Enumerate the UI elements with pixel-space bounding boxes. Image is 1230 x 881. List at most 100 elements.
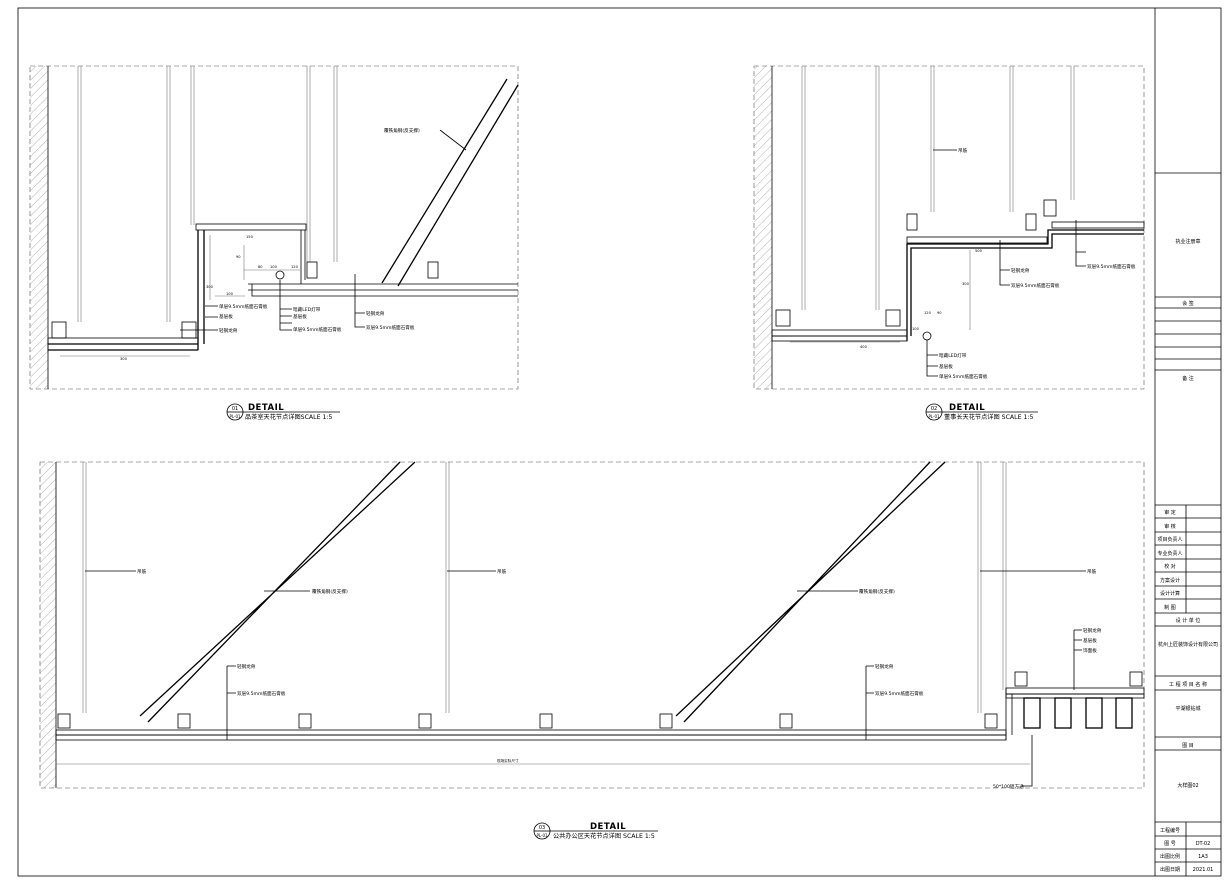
detail-01-label: 暗藏LED灯带 (293, 306, 321, 313)
detail-01-drawing (29, 65, 519, 390)
title-block-role: 设计计算 (1160, 590, 1180, 597)
detail-01-dimension: 100 (270, 265, 278, 269)
detail-01-label: 双层9.5mm纸面石膏板 (366, 324, 415, 331)
detail-01-dimension: 120 (291, 265, 299, 269)
detail-02-subtitle: 董事长天花节点详图 SCALE 1:5 (944, 413, 1033, 421)
detail-01-wall-hatch (30, 66, 48, 389)
detail-02-label: 暗藏LED灯带 (939, 352, 967, 359)
detail-03-sheet-ref: PL-01 (536, 833, 548, 838)
detail-01-label: 基层板 (293, 313, 307, 320)
detail-03-tube (1023, 697, 1041, 729)
detail-02-dimension: 120 (924, 311, 932, 315)
title-block-sheet-no-label: 图 号 (1164, 841, 1176, 847)
detail-01-dimension: 100 (226, 292, 234, 296)
title-block-stamp: 执业注册章 (1175, 238, 1200, 245)
detail-03-label: 饰面板 (1083, 647, 1097, 654)
title-block-countersign: 会 签 (1182, 300, 1194, 307)
detail-01-brace (381, 78, 519, 287)
detail-03-label: 轻钢龙骨 (237, 663, 256, 670)
detail-03-number: 03 (539, 825, 545, 831)
detail-01-label: 基层板 (219, 313, 233, 320)
detail-02-dimension: 400 (860, 345, 868, 349)
detail-02-dimension: 90 (937, 311, 942, 315)
detail-01-dimension: 90 (236, 255, 241, 259)
title-block-role: 审 定 (1164, 509, 1176, 516)
detail-01-dimension: 300 (206, 285, 214, 289)
title-block-role: 方案设计 (1160, 577, 1180, 584)
detail-02-caption (925, 403, 1038, 421)
title-block-sheet-no: DT-02 (1196, 841, 1211, 847)
detail-01-sheet-ref: PL-01 (229, 414, 241, 419)
detail-01-label: 单层9.5mm纸面石膏板 (293, 326, 342, 333)
title-block-project-header: 工 程 项 目 名 称 (1169, 681, 1207, 688)
detail-02-drawing (753, 65, 1145, 390)
detail-02-dimension: 300 (962, 282, 970, 286)
detail-01-label: 轻钢龙骨 (219, 327, 238, 334)
detail-01-dimension: 300 (120, 357, 128, 361)
detail-03-drawing (39, 461, 1145, 789)
detail-01-label: 覆铁角钢(反支撑) (384, 127, 420, 134)
title-block-role: 项目负责人 (1157, 536, 1182, 543)
detail-01-subtitle: 品茶室天花节点详图SCALE 1:5 (245, 413, 333, 421)
detail-01-number: 01 (232, 406, 238, 412)
detail-03-dimension: 现场实际尺寸 (497, 758, 519, 763)
detail-02-label: 基层板 (939, 363, 953, 370)
title-block-role: 制 图 (1164, 604, 1176, 611)
detail-02-label: 轻钢龙骨 (1011, 267, 1030, 274)
detail-01-label: 轻钢龙骨 (366, 310, 385, 317)
title-block-date: 2021.01 (1193, 867, 1214, 873)
detail-03-tube (1085, 697, 1103, 729)
detail-03-caption (533, 822, 658, 840)
detail-01-dimension: 150 (246, 235, 254, 239)
detail-03-label: 吊筋 (1087, 568, 1097, 575)
title-block-design-unit: 杭州上匠装饰设计有限公司 (1158, 641, 1218, 648)
detail-01-label: 单层9.5mm纸面石膏板 (219, 303, 268, 310)
title-block (1155, 172, 1221, 876)
detail-02-sheet-ref: PL-01 (928, 414, 940, 419)
detail-01-title: DETAIL (248, 403, 284, 413)
title-block-drawing-no-label: 工程编号 (1160, 827, 1180, 834)
detail-03-frame (39, 461, 1145, 789)
title-block-role: 校 对 (1164, 563, 1176, 570)
detail-02-label: 双层9.5mm纸面石膏板 (1087, 263, 1136, 270)
detail-02-label: 吊筋 (958, 147, 968, 154)
detail-03-label: 覆铁角钢(反支撑) (859, 588, 895, 595)
detail-03-title: DETAIL (590, 822, 626, 832)
detail-01-dimension: 80 (258, 265, 263, 269)
detail-03-label: 轻钢龙骨 (1083, 627, 1102, 634)
detail-03-label: 吊筋 (497, 568, 507, 575)
title-block-scale-label: 出图比例 (1160, 853, 1180, 860)
detail-02-label: 双层9.5mm纸面石膏板 (1011, 282, 1060, 289)
detail-02-frame (753, 65, 1145, 390)
detail-02-wall-hatch (754, 66, 772, 389)
title-block-design-unit-header: 设 计 单 位 (1176, 617, 1201, 624)
detail-02-label: 单层9.5mm纸面石膏板 (939, 373, 988, 380)
title-block-project-name: 平湖银钻城 (1175, 705, 1200, 712)
detail-02-title: DETAIL (949, 403, 985, 413)
detail-03-label: 双层9.5mm纸面石膏板 (875, 690, 924, 697)
detail-03-label: 吊筋 (137, 568, 147, 575)
detail-02-number: 02 (931, 406, 937, 412)
title-block-scale: 1A3 (1198, 854, 1208, 860)
detail-03-label: 覆铁角钢(反支撑) (312, 588, 348, 595)
detail-03-label: 双层9.5mm纸面石膏板 (237, 690, 286, 697)
detail-03-label: 基层板 (1083, 637, 1097, 644)
title-block-date-label: 出图日期 (1160, 866, 1180, 873)
detail-01-frame (29, 65, 519, 390)
sheet-border (17, 7, 1222, 877)
detail-03-brace-right (675, 461, 946, 723)
detail-02-dimension: 500 (975, 249, 983, 253)
detail-03-brace-left (139, 461, 416, 723)
detail-03-tube (1115, 697, 1133, 729)
detail-03-tube (1054, 697, 1072, 729)
detail-03-subtitle: 公共办公区天花节点详图 SCALE 1:5 (553, 832, 655, 840)
title-block-drawing-name: 大样图02 (1177, 782, 1198, 789)
title-block-role: 专业负责人 (1157, 550, 1182, 557)
detail-01-caption (226, 403, 340, 421)
detail-03-wall-hatch (40, 462, 56, 788)
detail-03-label: 50*100铝方通 (993, 783, 1024, 790)
title-block-drawing-header: 图 目 (1182, 743, 1194, 749)
detail-03-label: 轻钢龙骨 (875, 663, 894, 670)
title-block-role: 审 核 (1164, 523, 1176, 530)
